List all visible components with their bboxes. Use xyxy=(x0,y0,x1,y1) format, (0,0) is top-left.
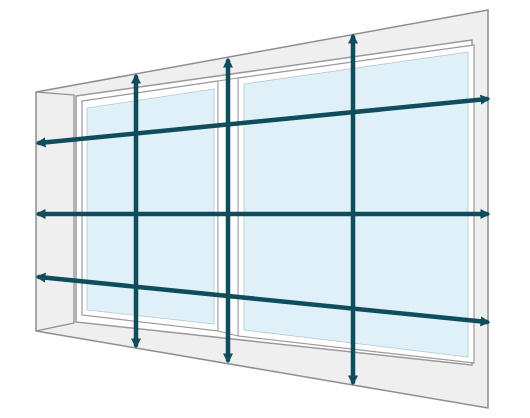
horizontal-arrow-bottom xyxy=(35,272,491,327)
right-glass-pane xyxy=(243,51,469,358)
horizontal-arrow-top xyxy=(35,94,491,148)
